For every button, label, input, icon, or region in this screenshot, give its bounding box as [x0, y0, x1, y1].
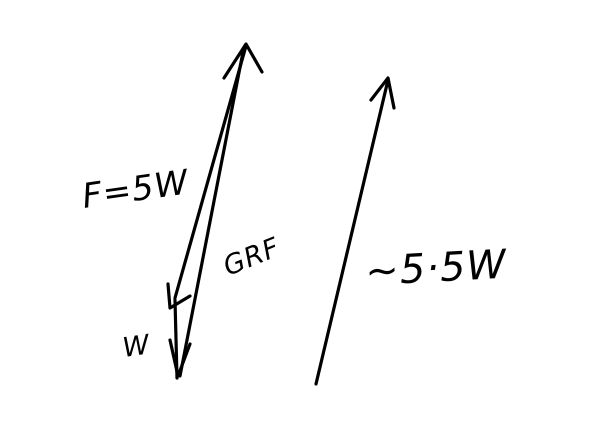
force-arrow-head	[222, 42, 264, 80]
weight-label: W	[121, 329, 153, 364]
grf-arrow	[168, 50, 245, 378]
weight-arrow-head	[166, 282, 192, 310]
weight-arrow	[166, 282, 192, 380]
force-arrow	[173, 42, 264, 300]
force-label: F=5W	[80, 162, 192, 217]
weight-arrow-shaft	[173, 298, 179, 380]
resultant-arrow-shaft	[314, 78, 390, 386]
resultant-label: ~5·5W	[364, 242, 508, 295]
force-arrow-shaft	[173, 44, 248, 300]
resultant-arrow	[314, 76, 396, 386]
resultant-arrow-head	[369, 76, 396, 110]
grf-label: GRF	[219, 232, 285, 283]
grf-arrow-shaft	[178, 50, 245, 378]
